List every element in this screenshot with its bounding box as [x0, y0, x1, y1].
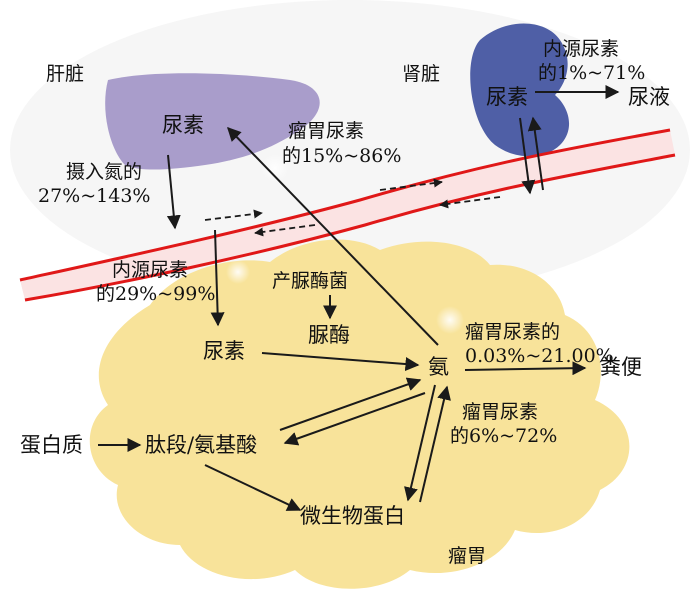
liver-shape — [105, 73, 320, 170]
peptide-aa-node: 肽段/氨基酸 — [145, 433, 257, 457]
endo-urea-label-line2: 的29%~99% — [96, 283, 215, 305]
kidney-urea-node: 尿素 — [486, 85, 528, 109]
arrow-vessel-to-rumen-urea — [210, 229, 225, 327]
arrow-peptide-to-microbial — [204, 464, 302, 511]
intake-n-label-line2: 27%~143% — [38, 185, 150, 207]
kidney-endo-label-line2: 的1%~71% — [538, 62, 645, 84]
urine-node: 尿液 — [628, 85, 670, 109]
glow-spot — [261, 154, 289, 182]
rumen-feces-label-line2: 0.03%~21.00% — [465, 345, 614, 367]
blood-vessel — [19, 128, 676, 302]
rumen-micro-label-line1: 瘤胃尿素 — [462, 401, 538, 423]
arrow-kidney-to-vessel — [519, 117, 536, 195]
arrow-microbial-to-ammonia — [419, 385, 451, 503]
kidney-shape — [470, 23, 570, 157]
kidney-endo-label-line1: 内源尿素 — [543, 38, 619, 60]
rumen-shape — [89, 239, 630, 589]
arrow-peptide-to-ammonia — [279, 377, 422, 431]
kidney-label: 肾脏 — [402, 63, 440, 85]
endo-urea-label-line1: 内源尿素 — [112, 259, 188, 281]
vessel-flow-arrow-left-1 — [254, 224, 316, 237]
ammonia-node: 氨 — [428, 355, 449, 379]
rumen-micro-label-line2: 的6%~72% — [450, 425, 557, 447]
liver-label: 肝脏 — [46, 63, 84, 85]
feces-node: 粪便 — [600, 355, 642, 379]
arrow-liver-to-vessel — [166, 154, 181, 230]
arrow-ammonia-to-feces — [464, 361, 587, 376]
protein-node: 蛋白质 — [20, 433, 83, 457]
rumen-urea-top-label-line1: 瘤胃尿素 — [288, 120, 364, 142]
rumen-feces-label-line1: 瘤胃尿素的 — [465, 321, 560, 343]
microbial-protein-node: 微生物蛋白 — [300, 504, 405, 528]
vessel-flow-arrow-right-2 — [379, 178, 443, 191]
rumen-label: 瘤胃 — [448, 545, 486, 567]
arrow-urea-to-ammonia — [261, 352, 420, 372]
arrow-ammonia-to-peptide — [283, 392, 426, 446]
rumen-urea-node: 尿素 — [203, 339, 245, 363]
rumen-urea-top-label-line2: 的15%~86% — [282, 145, 401, 167]
urease-bacteria-node: 产脲酶菌 — [272, 270, 348, 292]
liver-urea-node: 尿素 — [162, 113, 204, 137]
vessel-flow-arrow-left-2 — [439, 196, 501, 209]
glow-spot — [226, 260, 250, 284]
glow-spot — [436, 306, 464, 334]
arrow-ammonia-to-liver — [227, 126, 439, 346]
urease-node: 脲酶 — [308, 323, 350, 347]
arrow-vessel-to-kidney — [527, 116, 544, 191]
arrow-ammonia-to-microbial — [404, 384, 436, 502]
intake-n-label-line1: 摄入氮的 — [66, 161, 142, 183]
